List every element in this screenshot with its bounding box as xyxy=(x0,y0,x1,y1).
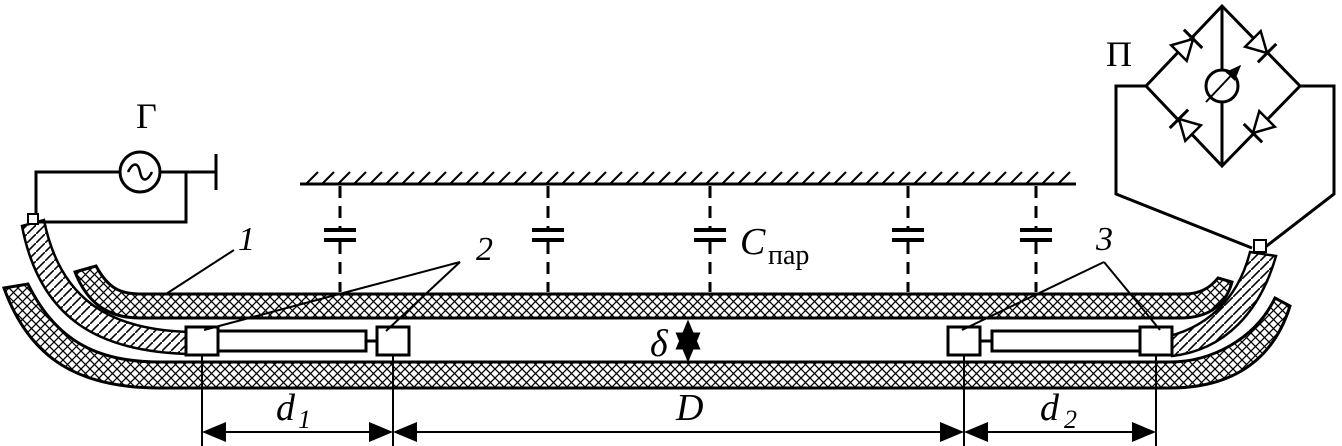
parasitic-capacitances xyxy=(324,186,1052,292)
diode-icon xyxy=(1168,28,1204,64)
inner-shell-top xyxy=(72,264,1234,320)
generator-label: Г xyxy=(136,96,157,136)
callout-3: 3 xyxy=(1095,221,1113,258)
dim-d1-label: d xyxy=(276,387,296,429)
capacitor-icon xyxy=(892,186,924,292)
indicator-label: П xyxy=(1106,34,1132,74)
diode-icon xyxy=(1242,108,1278,144)
electrode-right-1 xyxy=(946,325,982,357)
gap-label: δ xyxy=(650,323,669,365)
dim-d2-subscript: 2 xyxy=(1064,405,1077,434)
diode-icons xyxy=(1168,28,1278,144)
dim-D-label: D xyxy=(675,387,703,429)
electrodes xyxy=(184,325,1174,357)
dim-d1-subscript: 1 xyxy=(298,405,311,434)
capacitor-icon xyxy=(694,186,726,292)
dimension-lines xyxy=(201,356,1157,446)
dim-d2-label: d xyxy=(1040,387,1060,429)
plate-left xyxy=(216,329,368,353)
electrode-right-2 xyxy=(1138,325,1174,357)
ground-plane xyxy=(300,171,1076,186)
callout-1: 1 xyxy=(238,221,255,258)
outer-shell-bottom xyxy=(1,282,1292,390)
callout-2: 2 xyxy=(476,231,493,268)
capacitance-subscript: пар xyxy=(768,240,809,271)
callout-leaders xyxy=(165,249,1161,332)
electrode-left-1 xyxy=(184,325,220,357)
diode-icon xyxy=(1168,108,1204,144)
electrode-left-2 xyxy=(375,325,411,357)
plate-right xyxy=(990,329,1142,353)
capacitor-icon xyxy=(324,186,356,292)
bridge-indicator xyxy=(1114,3,1336,253)
generator-circuit xyxy=(27,150,218,225)
capacitor-icon xyxy=(532,186,564,292)
capacitance-label: C xyxy=(740,221,766,263)
capacitor-icon xyxy=(1020,186,1052,292)
diode-icon xyxy=(1242,28,1278,64)
